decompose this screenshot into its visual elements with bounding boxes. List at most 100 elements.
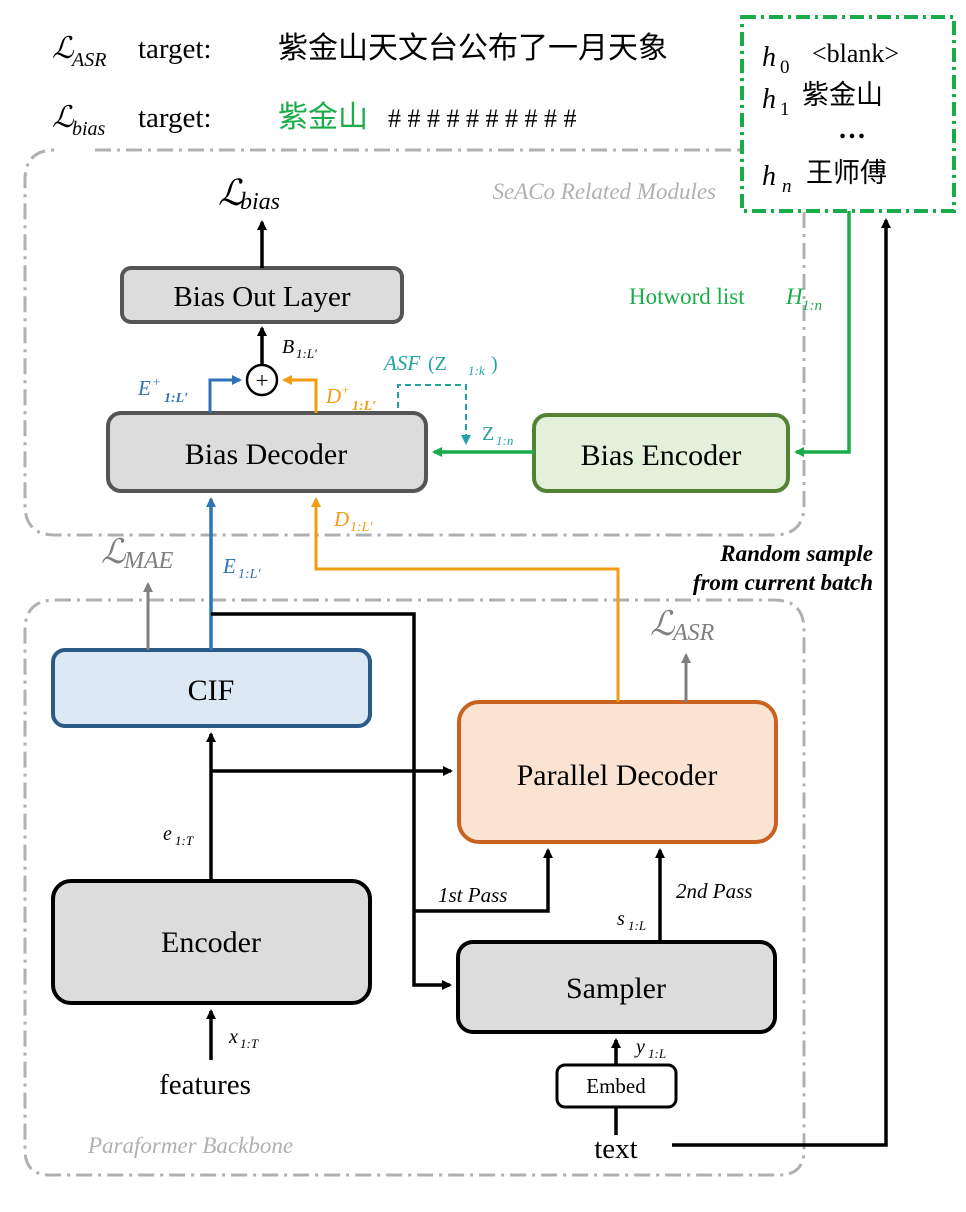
arrow-first-pass	[414, 848, 553, 913]
svg-text:1:L′: 1:L′	[238, 567, 261, 582]
hn-text: 王师傅	[806, 158, 887, 189]
hn-symbol: h	[762, 161, 776, 192]
y-label: y 1:L	[634, 1036, 666, 1061]
cif-label: CIF	[188, 674, 235, 707]
arrow-hotword-to-bias-encoder	[794, 211, 851, 457]
svg-text:bias: bias	[240, 189, 280, 215]
x-label: x 1:T	[228, 1026, 259, 1051]
bias-decoder-label: Bias Decoder	[185, 438, 347, 471]
asr-loss-subscript: ASR	[70, 49, 106, 71]
arrow-cif-to-sampler	[211, 612, 452, 990]
bias-loss-subscript: bias	[72, 118, 106, 140]
sampler-label: Sampler	[566, 972, 666, 1005]
svg-text:Z: Z	[482, 423, 494, 445]
hotword-ellipsis: …	[838, 114, 866, 145]
paraformer-region-outline	[23, 598, 806, 1177]
svg-text:1:T: 1:T	[175, 833, 194, 848]
svg-text:H: H	[785, 284, 804, 309]
plus-sign: +	[256, 368, 269, 393]
bias-target-hotword: 紫金山	[278, 100, 368, 135]
asr-loss-symbol: ℒ	[52, 32, 75, 65]
seaco-region-outline	[23, 148, 806, 537]
svg-text:1:L′: 1:L′	[350, 520, 373, 535]
bias-target-line: ℒ bias target: 紫金山 # # # # # # # # # #	[52, 100, 577, 140]
svg-text:1:L′: 1:L′	[352, 399, 376, 414]
svg-text:e: e	[163, 823, 172, 845]
loss-bias-label: ℒ bias	[218, 173, 280, 215]
first-pass-label: 1st Pass	[438, 883, 507, 907]
svg-text:1:k: 1:k	[468, 363, 485, 378]
svg-text:+: +	[342, 382, 349, 397]
svg-text:ASR: ASR	[671, 620, 715, 646]
svg-text:ℒ: ℒ	[650, 606, 676, 643]
h1-symbol: h	[762, 84, 776, 115]
svg-text:B: B	[282, 336, 294, 358]
svg-text:s: s	[617, 908, 625, 930]
svg-text:1:L′: 1:L′	[164, 391, 188, 406]
text-input-label: text	[594, 1133, 638, 1165]
bias-encoder-label: Bias Encoder	[581, 439, 742, 472]
h0-text: <blank>	[812, 39, 899, 68]
embed-label: Embed	[586, 1074, 646, 1098]
b-label: B 1:L′	[282, 336, 317, 361]
hotword-list-box: h 0 <blank> h 1 紫金山 … h n 王师傅	[740, 15, 956, 213]
e-label: E 1:L′	[222, 554, 261, 582]
asr-target-text: 紫金山天文台公布了一月天象	[278, 31, 668, 66]
svg-text:y: y	[634, 1036, 645, 1058]
arrow-parallel-decoder-to-bias-decoder	[311, 497, 620, 702]
svg-text:D: D	[333, 507, 349, 531]
embed-block: Embed	[555, 1063, 678, 1109]
svg-text:1:L: 1:L	[628, 918, 646, 933]
svg-text:E: E	[137, 376, 151, 400]
svg-text:E: E	[222, 554, 236, 578]
bias-out-layer-label: Bias Out Layer	[173, 281, 351, 313]
h0-symbol: h	[762, 42, 776, 73]
svg-text:1:L′: 1:L′	[296, 346, 317, 361]
encoder-label: Encoder	[161, 926, 261, 959]
bias-decoder-block: Bias Decoder	[106, 411, 428, 493]
svg-text:ℒ: ℒ	[101, 534, 127, 571]
z-label: Z 1:n	[482, 423, 513, 448]
svg-text:ℒ: ℒ	[218, 173, 245, 213]
svg-text:1:L: 1:L	[648, 1046, 666, 1061]
asf-label: ASF (Z 1:k )	[382, 351, 498, 378]
hotword-list-label: Hotword list H 1:n	[629, 284, 822, 314]
asr-target-word: target:	[138, 33, 212, 65]
svg-text:): )	[491, 353, 498, 375]
svg-text:1:n: 1:n	[802, 298, 822, 314]
h1-subscript: 1	[780, 99, 790, 120]
bias-target-placeholders: # # # # # # # # # #	[388, 104, 577, 133]
bias-loss-symbol: ℒ	[52, 101, 75, 134]
bias-encoder-block: Bias Encoder	[532, 413, 790, 493]
bias-out-layer-block: Bias Out Layer	[120, 266, 404, 324]
svg-text:Hotword list: Hotword list	[629, 284, 745, 309]
paraformer-region-label: Paraformer Backbone	[87, 1133, 293, 1158]
svg-text:(Z: (Z	[428, 353, 447, 375]
loss-asr-label: ℒ ASR	[650, 606, 715, 646]
e-enc-label: e 1:T	[163, 823, 194, 848]
bias-target-word: target:	[138, 102, 212, 134]
parallel-decoder-label: Parallel Decoder	[517, 759, 718, 792]
seaco-region-label: SeACo Related Modules	[492, 179, 716, 204]
features-label: features	[159, 1069, 251, 1101]
arrow-e-plus	[208, 375, 242, 413]
d-plus-label: D + 1:L′	[325, 382, 376, 414]
svg-text:1:T: 1:T	[240, 1036, 259, 1051]
random-sample-label: Random sample from current batch	[693, 541, 873, 595]
svg-text:x: x	[228, 1026, 238, 1048]
encoder-block: Encoder	[51, 879, 372, 1005]
sampler-block: Sampler	[456, 940, 777, 1034]
second-pass-label: 2nd Pass	[676, 879, 752, 903]
arrow-d-plus	[282, 375, 318, 413]
arrow-asf	[397, 384, 471, 445]
s-label: s 1:L	[617, 908, 646, 933]
svg-text:+: +	[153, 374, 160, 389]
asr-target-line: ℒ ASR target: 紫金山天文台公布了一月天象	[52, 31, 668, 71]
svg-text:Random sample: Random sample	[719, 541, 873, 566]
arrow-text-to-hotword-list	[672, 218, 891, 1147]
svg-text:from current batch: from current batch	[693, 570, 873, 595]
h1-text: 紫金山	[802, 80, 883, 111]
cif-block: CIF	[51, 648, 372, 728]
svg-text:ASF: ASF	[382, 351, 420, 375]
